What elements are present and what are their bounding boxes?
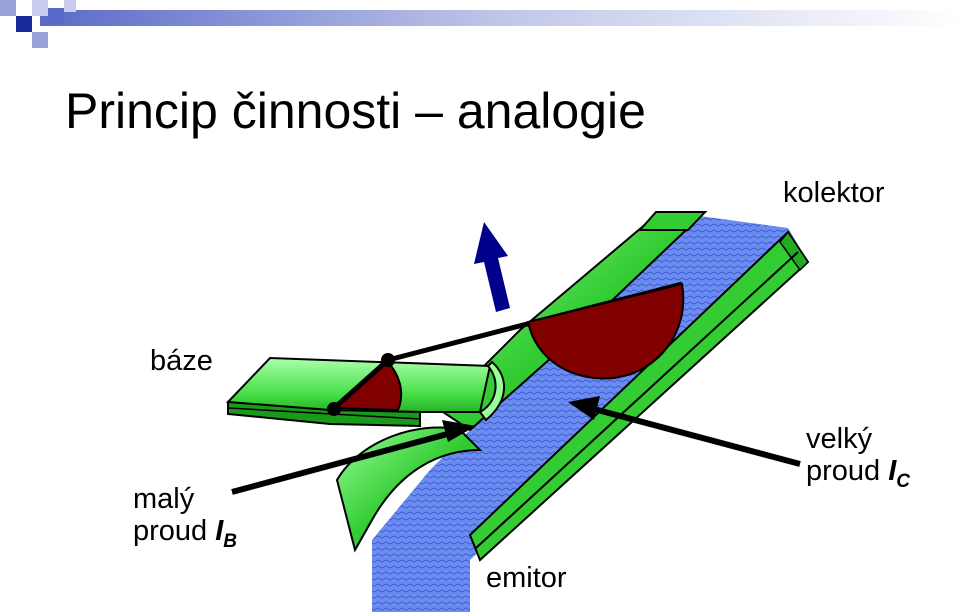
collector-label: kolektor — [783, 177, 885, 209]
emitor-pipe-left-wall — [335, 426, 483, 553]
small-current-pointer — [231, 420, 476, 495]
small-current-label: malý proud IB — [133, 483, 238, 553]
main-pipe-right-rim — [779, 230, 809, 272]
deco-square-6 — [64, 0, 76, 12]
page-title: Princip činnosti – analogie — [65, 83, 646, 139]
large-current-pointer — [568, 396, 801, 467]
deco-square-1 — [0, 0, 16, 16]
deco-bar — [40, 10, 960, 26]
base-label: báze — [150, 345, 213, 377]
main-pipe-right-groove — [475, 251, 799, 549]
large-current-label: velký proud IC — [806, 423, 911, 493]
base-pivot-upper — [381, 353, 395, 367]
small-current-line1: malý — [133, 483, 195, 515]
large-current-word: proud — [806, 454, 881, 487]
emitter-label: emitor — [486, 562, 567, 594]
large-current-line1: velký — [806, 423, 873, 455]
base-pipe-opening — [478, 360, 505, 422]
large-current-subscript: C — [896, 470, 911, 492]
base-pivot-lower — [327, 402, 341, 416]
deco-square-5 — [32, 32, 48, 48]
large-current-symbol: I — [888, 454, 897, 487]
collector-valve — [526, 282, 685, 380]
small-current-subscript: B — [223, 530, 238, 552]
small-current-symbol: I — [215, 514, 224, 547]
flow-arrow-up — [474, 222, 510, 312]
deco-square-3 — [32, 0, 48, 16]
main-pipe-back-top — [637, 211, 708, 231]
small-current-word: proud — [133, 514, 208, 547]
base-pipe-rim-line — [227, 407, 421, 420]
large-current-line2: proud IC — [806, 454, 911, 493]
deco-square-2 — [16, 16, 32, 32]
deco-square-4 — [48, 8, 64, 24]
base-valve-rod — [330, 358, 390, 412]
small-current-line2: proud IB — [133, 514, 238, 553]
corner-decoration — [0, 0, 960, 48]
